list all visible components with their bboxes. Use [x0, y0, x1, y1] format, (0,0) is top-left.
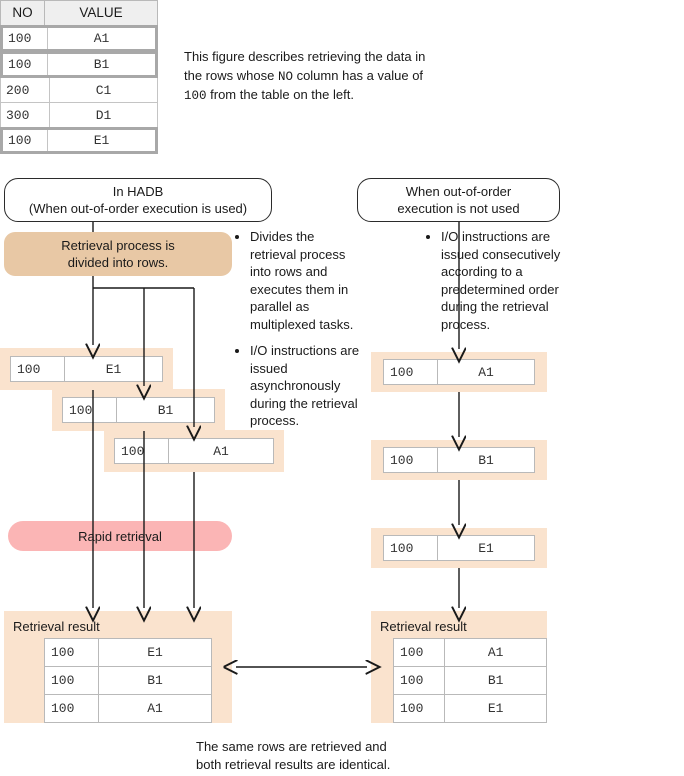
cell-no: 100	[384, 536, 438, 560]
right-bullet-list: I/O instructions are issued consecutivel…	[427, 228, 587, 342]
list-item: I/O instructions are issued asynchronous…	[250, 342, 362, 430]
cell-no: 100	[44, 666, 99, 695]
list-item: I/O instructions are issued consecutivel…	[441, 228, 587, 333]
column-header-no: NO	[1, 1, 45, 25]
figure-caption: The same rows are retrieved and both ret…	[196, 738, 496, 774]
cell-no: 100	[392, 638, 446, 667]
cell-value: A1	[478, 364, 494, 380]
left-bullet-list: Divides the retrieval process into rows …	[236, 228, 362, 439]
cell-no: 100	[392, 666, 446, 695]
table-row: 100 B1	[0, 51, 158, 78]
caption-line1: The same rows are retrieved and	[196, 739, 387, 754]
table-row: 100 A1	[0, 25, 158, 52]
cell-value: B1	[444, 666, 547, 695]
task-row: 100 A1	[383, 359, 535, 385]
header-inorder-line2: execution is not used	[397, 201, 520, 216]
cell-value: B1	[157, 402, 174, 418]
source-data-table: NO VALUE 100 A1 100 B1 200 C1 300 D1 100…	[0, 0, 158, 154]
result-table: 100 E1 100 B1 100 A1	[44, 638, 212, 723]
retrieval-process-divided-box: Retrieval process is divided into rows.	[4, 232, 232, 276]
table-row: 100 A1	[44, 694, 212, 723]
cell-value: D1	[95, 107, 112, 123]
intro-description: This figure describes retrieving the dat…	[184, 48, 474, 106]
source-table-header: NO VALUE	[0, 0, 158, 26]
intro-line-1: This figure describes retrieving the dat…	[184, 49, 426, 64]
cell-value: E1	[478, 540, 494, 556]
cell-value: E1	[444, 694, 547, 723]
intro-no-literal: NO	[277, 69, 293, 84]
result-title: Retrieval result	[380, 619, 467, 634]
table-row: 100 E1	[392, 694, 547, 723]
cell-no: 100	[3, 54, 48, 75]
intro-line-3-b: from the table on the left.	[206, 87, 354, 102]
cell-no: 200	[1, 78, 50, 102]
sequential-task-card: 100 B1	[371, 440, 547, 480]
cell-no: 100	[63, 398, 117, 422]
cell-no: 100	[44, 694, 99, 723]
parallel-task-card: 100 A1	[104, 430, 284, 472]
table-row: 100 A1	[392, 638, 547, 667]
header-hadb-line2: (When out-of-order execution is used)	[28, 201, 248, 216]
cell-value: E1	[98, 638, 212, 667]
intro-100-literal: 100	[184, 89, 207, 103]
cell-value: E1	[105, 361, 122, 377]
sequential-task-card: 100 E1	[371, 528, 547, 568]
cell-value: B1	[98, 666, 212, 695]
cell-no: 100	[11, 357, 65, 381]
task-row: 100 E1	[10, 356, 163, 382]
table-row: 100 E1	[44, 638, 212, 667]
cell-value: A1	[213, 443, 229, 459]
table-row: 300 D1	[0, 103, 158, 128]
list-item: Divides the retrieval process into rows …	[250, 228, 362, 333]
table-row: 100 B1	[44, 666, 212, 695]
intro-line-2-a: the rows whose	[184, 67, 278, 83]
cell-value: A1	[444, 638, 547, 667]
cell-no: 100	[384, 448, 438, 472]
rapid-retrieval-label: Rapid retrieval	[78, 528, 162, 544]
cell-no: 100	[3, 130, 48, 151]
cell-value: C1	[95, 82, 112, 98]
cell-no: 100	[44, 638, 99, 667]
cell-value: E1	[93, 133, 110, 148]
process-line1: Retrieval process is	[61, 238, 175, 253]
intro-line-2-b: column has a value of	[292, 67, 424, 83]
cell-no: 300	[1, 103, 50, 127]
header-no-out-of-order: When out-of-order execution is not used	[357, 178, 560, 222]
parallel-task-card: 100 E1	[0, 348, 173, 390]
task-row: 100 B1	[383, 447, 535, 473]
task-row: 100 B1	[62, 397, 215, 423]
cell-value: A1	[93, 31, 110, 46]
table-row: 100 E1	[0, 127, 158, 154]
sequential-task-card: 100 A1	[371, 352, 547, 392]
cell-no: 100	[3, 28, 48, 49]
task-row: 100 A1	[114, 438, 274, 464]
task-row: 100 E1	[383, 535, 535, 561]
header-hadb-out-of-order: In HADB (When out-of-order execution is …	[4, 178, 272, 222]
parallel-task-card: 100 B1	[52, 389, 225, 431]
header-inorder-line1: When out-of-order	[405, 184, 512, 199]
column-header-value: VALUE	[79, 5, 123, 20]
result-table: 100 A1 100 B1 100 E1	[392, 638, 547, 723]
retrieval-result-right: Retrieval result 100 A1 100 B1 100 E1	[371, 611, 547, 723]
table-row: 100 B1	[392, 666, 547, 695]
rapid-retrieval-badge: Rapid retrieval	[8, 521, 232, 551]
cell-value: A1	[98, 694, 212, 723]
cell-no: 100	[115, 439, 169, 463]
process-line2: divided into rows.	[67, 255, 169, 270]
header-hadb-line1: In HADB	[112, 184, 164, 199]
retrieval-result-left: Retrieval result 100 E1 100 B1 100 A1	[4, 611, 232, 723]
cell-value: B1	[478, 452, 494, 468]
cell-value: B1	[93, 57, 110, 72]
cell-no: 100	[392, 694, 446, 723]
table-row: 200 C1	[0, 78, 158, 103]
cell-no: 100	[384, 360, 438, 384]
caption-line2: both retrieval results are identical.	[196, 757, 391, 772]
result-title: Retrieval result	[13, 619, 100, 634]
